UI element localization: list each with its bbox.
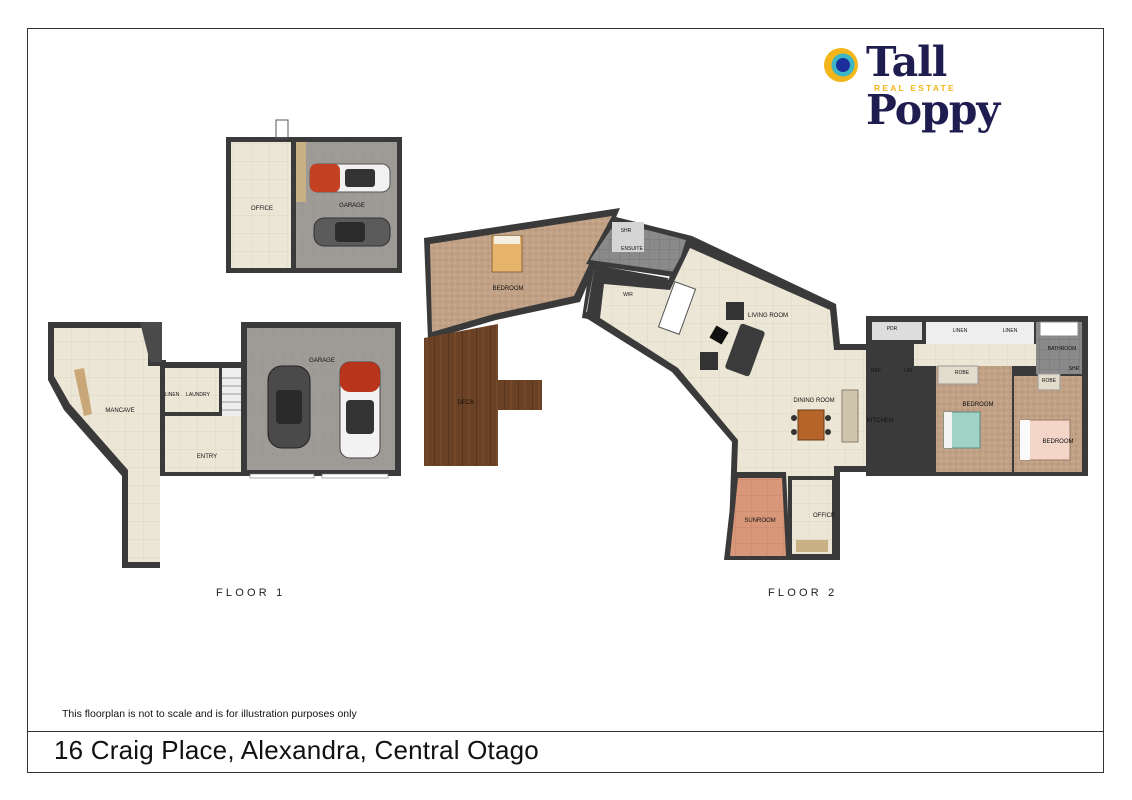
disclaimer: This floorplan is not to scale and is fo… xyxy=(62,708,357,720)
room-label-deck: DECK xyxy=(458,400,475,406)
room-label-linen-2: LINEN xyxy=(1003,328,1018,334)
room-label-kitchen: KITCHEN xyxy=(867,418,893,424)
bed-icon xyxy=(943,411,981,449)
room-label-wir: WIR xyxy=(623,292,633,298)
room-label-bedroom-mid: BEDROOM xyxy=(962,402,993,408)
room-label-office: OFFICE xyxy=(251,206,273,212)
room-label-bathroom: BATHROOM xyxy=(1048,346,1077,352)
room-label-mancave: MANCAVE xyxy=(105,408,134,414)
poppy-circle-logo-icon xyxy=(824,48,858,82)
room-label-bedroom-left: BEDROOM xyxy=(492,286,523,292)
room-label-shr-bath: SHR xyxy=(1069,366,1080,372)
room-label-dining: DINING ROOM xyxy=(793,398,834,404)
room-label-ensuite: ENSUITE xyxy=(621,246,643,252)
room-label-lin: LIN xyxy=(904,368,912,374)
car-white-suv-icon xyxy=(339,361,381,459)
room-label-ref: REF xyxy=(871,368,881,374)
brand-name: Tall Poppy xyxy=(866,38,1000,134)
car-red-icon xyxy=(309,163,391,193)
car-grey-convertible-icon xyxy=(267,365,311,449)
room-label-linen-1: LINEN xyxy=(953,328,968,334)
room-label-office-f2: OFFICE xyxy=(813,513,835,519)
room-label-robe-2: ROBE xyxy=(1042,378,1057,384)
brand-subtitle: REAL ESTATE xyxy=(874,83,956,93)
bed-icon xyxy=(1019,419,1071,461)
room-label-sunroom: SUNROOM xyxy=(744,518,775,524)
room-label-living: LIVING ROOM xyxy=(748,313,788,319)
footer-divider xyxy=(27,731,1104,732)
room-label-garage-top: GARAGE xyxy=(339,203,365,209)
floor-1-label: FLOOR 1 xyxy=(216,587,286,599)
floor-2-label: FLOOR 2 xyxy=(768,587,838,599)
room-label-garage-main: GARAGE xyxy=(309,358,335,364)
property-address: 16 Craig Place, Alexandra, Central Otago xyxy=(54,735,539,765)
room-label-pdr: PDR xyxy=(887,326,898,332)
room-label-laundry: LAUNDRY xyxy=(186,392,210,398)
room-label-robe-1: ROBE xyxy=(955,370,970,376)
sofa-icon xyxy=(700,302,765,377)
dining-table-icon xyxy=(791,409,831,441)
room-label-linen: LINEN xyxy=(165,392,180,398)
room-label-bedroom-right: BEDROOM xyxy=(1042,439,1073,445)
car-grey-icon xyxy=(313,217,391,247)
page-border xyxy=(27,28,1104,773)
bed-icon xyxy=(491,235,523,273)
room-label-shr-ensuite: SHR xyxy=(621,228,632,234)
brand-logo: Tall Poppy REAL ESTATE xyxy=(822,38,1092,134)
room-label-entry: ENTRY xyxy=(197,454,217,460)
